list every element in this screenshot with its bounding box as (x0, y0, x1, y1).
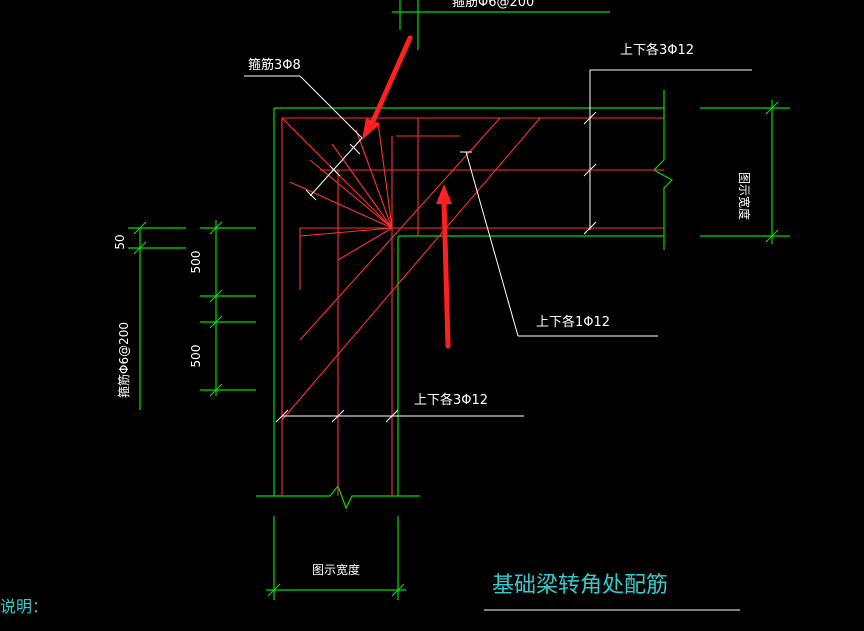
dimension-50: 50 (113, 234, 127, 249)
label-width-bottom: 图示宽度 (312, 562, 360, 577)
label-top-bottom-3-bottom: 上下各3Φ12 (414, 392, 488, 408)
beam-outline (128, 0, 790, 600)
label-stirrup-3: 箍筋3Φ8 (248, 57, 301, 73)
dimension-500-upper: 500 (189, 251, 203, 274)
dimension-500-lower: 500 (189, 345, 203, 368)
label-width-right: 图示宽度 (737, 172, 752, 220)
label-top-bottom-1-diagonal: 上下各1Φ12 (536, 314, 610, 330)
label-top-bottom-3-right: 上下各3Φ12 (620, 42, 694, 58)
note-label: 说明： (0, 597, 48, 616)
label-top-cut: 箍筋Φ6@200 (452, 0, 534, 10)
red-arrow-icons (362, 35, 452, 349)
drawing-title: 基础梁转角处配筋 (492, 573, 668, 598)
label-stirrup-left: 箍筋Φ6@200 (116, 322, 131, 398)
leader-lines (244, 69, 752, 611)
